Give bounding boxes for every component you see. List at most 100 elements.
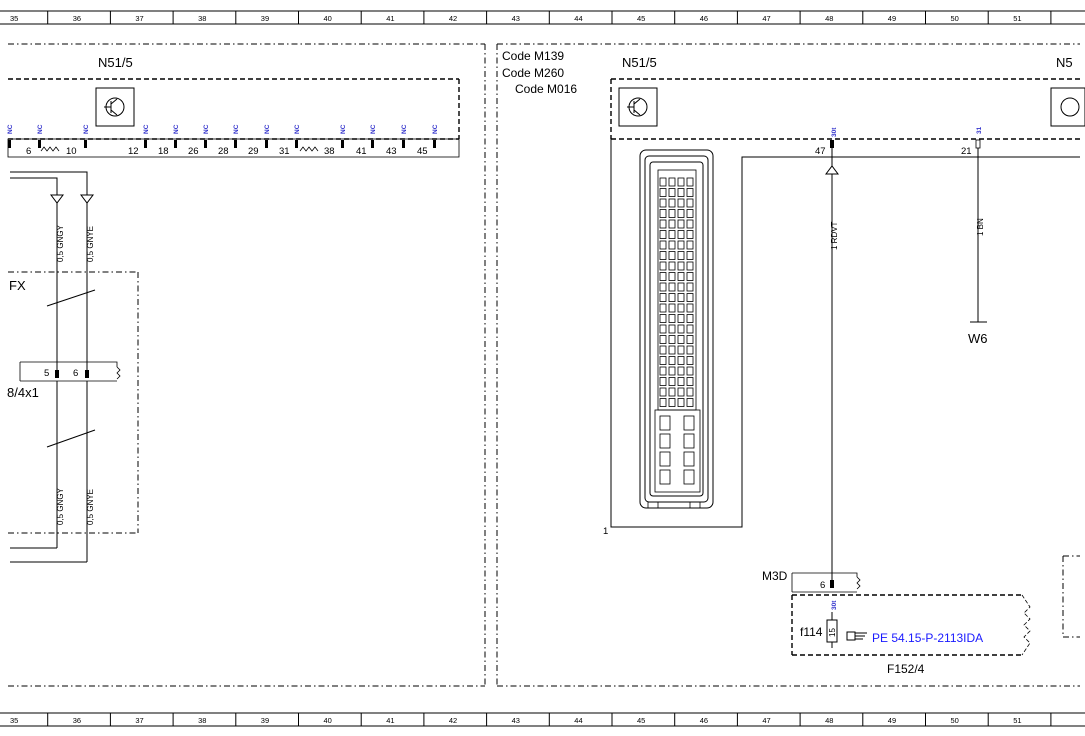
pin-stub bbox=[371, 140, 374, 148]
ecu-pin-cell bbox=[659, 219, 667, 229]
ecu-pin-cell bbox=[668, 377, 676, 386]
ecu-pin-cell bbox=[686, 324, 694, 334]
fuse-value: 15 bbox=[828, 628, 837, 637]
left-module-label: N51/5 bbox=[98, 55, 133, 70]
pin-number: 26 bbox=[188, 146, 199, 157]
transistor-icon bbox=[618, 87, 658, 127]
m3d-pin-6: 6 bbox=[820, 580, 825, 591]
ecu-pin-cell bbox=[668, 398, 676, 407]
pin-number: 31 bbox=[279, 146, 290, 157]
ruler-number: 35 bbox=[10, 716, 18, 725]
ecu-pin-cell bbox=[659, 251, 667, 260]
bn-wire-label: 1 BN bbox=[976, 218, 985, 236]
ruler-number: 44 bbox=[574, 716, 582, 725]
pin-number: 45 bbox=[417, 146, 428, 157]
fuse-label: f114 bbox=[800, 625, 823, 639]
nc-label: NC bbox=[173, 124, 180, 134]
nc-label: NC bbox=[37, 124, 44, 134]
ecu-pin-cell bbox=[668, 293, 676, 302]
right-module-box bbox=[610, 78, 1080, 140]
ruler-number: 42 bbox=[449, 716, 457, 725]
right-module-label-partial: N5 bbox=[1056, 55, 1073, 70]
right-module-label: N51/5 bbox=[622, 55, 657, 70]
ecu-pin-cell bbox=[659, 377, 667, 386]
nc-label: NC bbox=[83, 124, 90, 134]
ruler-number: 48 bbox=[825, 14, 833, 23]
switch-upper bbox=[46, 289, 96, 307]
ecu-power-pin-cell bbox=[659, 433, 671, 449]
ruler-number: 38 bbox=[198, 716, 206, 725]
ruler-number: 45 bbox=[637, 716, 645, 725]
ecu-pin-cell bbox=[677, 335, 685, 344]
ecu-pin-cell bbox=[686, 335, 694, 344]
ecu-pin-cell bbox=[677, 209, 685, 218]
ecu-pin-cell bbox=[668, 335, 676, 344]
ecu-pin-cell bbox=[668, 198, 676, 208]
ecu-pin-cell bbox=[659, 324, 667, 334]
ecu-pin-cell bbox=[668, 219, 676, 229]
ruler-number: 41 bbox=[386, 716, 394, 725]
ecu-pin-cell bbox=[668, 356, 676, 365]
pin-number: 38 bbox=[324, 146, 335, 157]
pin-number: 10 bbox=[66, 146, 77, 157]
ecu-power-pin-cell bbox=[683, 415, 695, 431]
transistor-icon bbox=[95, 87, 135, 127]
connector-pin-5: 5 bbox=[44, 368, 49, 379]
partial-component-box bbox=[1062, 555, 1080, 638]
ecu-pin-cell bbox=[686, 261, 694, 271]
ecu-pin-cell bbox=[677, 251, 685, 260]
ecu-power-pin-cell bbox=[683, 469, 695, 485]
ecu-pin-cell bbox=[668, 251, 676, 260]
ruler-number: 38 bbox=[198, 14, 206, 23]
ruler-number: 45 bbox=[637, 14, 645, 23]
ruler-number: 40 bbox=[324, 14, 332, 23]
ecu-power-pin-cell bbox=[659, 415, 671, 431]
nc-label: NC bbox=[264, 124, 271, 134]
right-panel-frame bbox=[496, 43, 1080, 687]
ecu-pin-cell bbox=[686, 345, 694, 355]
ecu-pin-cell bbox=[686, 398, 694, 407]
ecu-pin-cell bbox=[686, 188, 694, 197]
reference-link[interactable]: PE 54.15-P-2113IDA bbox=[872, 631, 983, 645]
ecu-pin-cell bbox=[668, 272, 676, 281]
pin-bridge-31-38 bbox=[299, 146, 319, 152]
ecu-pin-cell bbox=[668, 177, 676, 187]
pin-stub bbox=[144, 140, 147, 148]
nc-label: NC bbox=[432, 124, 439, 134]
pin-number: 28 bbox=[218, 146, 229, 157]
ruler-number: 50 bbox=[951, 716, 959, 725]
ecu-pin-cell bbox=[659, 282, 667, 292]
ecu-pin-cell bbox=[677, 219, 685, 229]
ecu-power-pin-cell bbox=[659, 451, 671, 467]
ecu-pin-cell bbox=[659, 398, 667, 407]
nc-label: NC bbox=[233, 124, 240, 134]
ecu-pin-cell bbox=[686, 377, 694, 386]
ruler-number: 51 bbox=[1013, 716, 1021, 725]
nc-label: NC bbox=[401, 124, 408, 134]
pin-stub bbox=[265, 140, 268, 148]
ruler-number: 36 bbox=[73, 14, 81, 23]
ruler-number: 47 bbox=[762, 716, 770, 725]
ecu-pin-cell bbox=[686, 177, 694, 187]
ecu-pin-cell bbox=[659, 303, 667, 313]
ruler-number: 44 bbox=[574, 14, 582, 23]
ecu-pin-cell bbox=[659, 272, 667, 281]
nc-label: NC bbox=[143, 124, 150, 134]
ecu-pin-cell bbox=[668, 324, 676, 334]
ecu-pin-cell bbox=[677, 314, 685, 323]
ecu-pin-cell bbox=[677, 188, 685, 197]
ecu-pin-cell bbox=[686, 303, 694, 313]
nc-label: NC bbox=[7, 124, 14, 134]
ecu-pin-cell bbox=[677, 282, 685, 292]
m3d-label: M3D bbox=[762, 569, 788, 583]
ecu-pin-cell bbox=[686, 251, 694, 260]
ecu-power-pin-cell bbox=[683, 433, 695, 449]
ruler-number: 36 bbox=[73, 716, 81, 725]
ecu-pin-cell bbox=[659, 356, 667, 365]
fuse-signal: 30t bbox=[831, 600, 838, 610]
ecu-pin-cell bbox=[686, 209, 694, 218]
ecu-pin-cell bbox=[668, 303, 676, 313]
ecu-pin-cell bbox=[668, 188, 676, 197]
switch-lower bbox=[46, 429, 96, 448]
